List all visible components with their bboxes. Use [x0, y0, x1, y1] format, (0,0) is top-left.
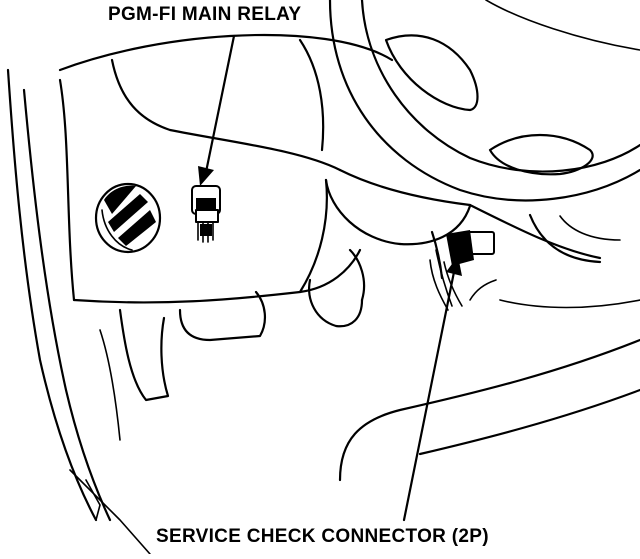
door-frame: [6, 68, 151, 555]
steering-column: [338, 168, 621, 264]
main-relay: [191, 185, 221, 243]
floor-console: [338, 299, 640, 482]
steering-wheel: [328, 0, 640, 202]
lower-dash-panel: [72, 178, 472, 304]
service-check-connector: [429, 230, 497, 311]
main-relay-label: PGM-FI MAIN RELAY: [108, 4, 302, 25]
air-vent: [94, 182, 162, 254]
dashboard-upper: [58, 33, 394, 302]
service-connector-label: SERVICE CHECK CONNECTOR (2P): [156, 526, 489, 547]
pedal-bracket: [99, 248, 366, 441]
relay-pointer-arrow: [198, 34, 236, 186]
connector-pointer-arrow: [402, 256, 462, 522]
